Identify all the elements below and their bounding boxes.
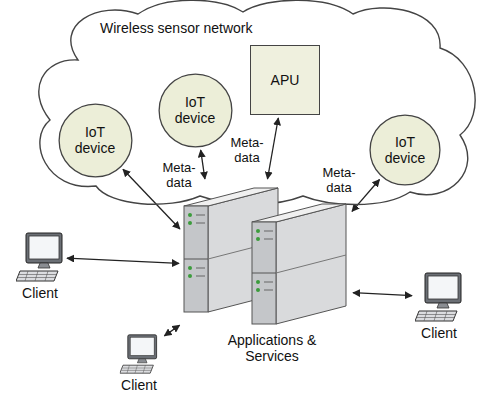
connector-arrow xyxy=(353,293,412,296)
circle-shape xyxy=(370,115,440,185)
computer-icon xyxy=(415,272,463,322)
connector-arrow xyxy=(164,325,179,336)
server-rack-illustration xyxy=(182,182,350,325)
computer-symbol xyxy=(16,233,62,281)
computer-icon xyxy=(116,334,162,374)
connector-arrow xyxy=(67,258,179,263)
node-label: APU xyxy=(271,72,300,88)
computer-symbol xyxy=(415,273,461,321)
rack-b xyxy=(252,204,346,324)
iot-device-circle: IoT device xyxy=(158,73,233,148)
connector-arrow xyxy=(268,118,279,179)
network-cloud: Wireless sensor networkIoT deviceIoT dev… xyxy=(28,0,480,208)
server-stack: Applications & Services xyxy=(182,182,350,325)
node-label: IoT device xyxy=(379,134,431,166)
node-label: Client xyxy=(121,377,157,393)
node-label: Wireless sensor network xyxy=(100,20,253,36)
edge-label: Meta-data xyxy=(318,165,360,195)
node-label: IoT device xyxy=(167,94,223,126)
node-label: Applications & Services xyxy=(220,332,324,364)
client-computer: Client xyxy=(415,272,463,322)
node-label: Client xyxy=(22,285,58,301)
edge-label: Meta-data xyxy=(158,160,200,190)
circle-shape xyxy=(59,104,132,177)
apu-box: APU xyxy=(250,45,320,115)
edge-label: Meta-data xyxy=(226,135,268,165)
iot-device-circle: IoT device xyxy=(58,103,133,178)
cloud-path xyxy=(39,0,475,204)
iot-device-circle: IoT device xyxy=(369,114,441,186)
client-computer: Client xyxy=(16,232,64,282)
computer-icon xyxy=(16,232,64,282)
computer-symbol xyxy=(120,335,157,373)
client-computer: Client xyxy=(116,334,162,374)
node-label: IoT device xyxy=(67,124,123,156)
node-label: Client xyxy=(421,325,457,341)
circle-shape xyxy=(159,74,232,147)
connector-arrow xyxy=(201,150,205,179)
